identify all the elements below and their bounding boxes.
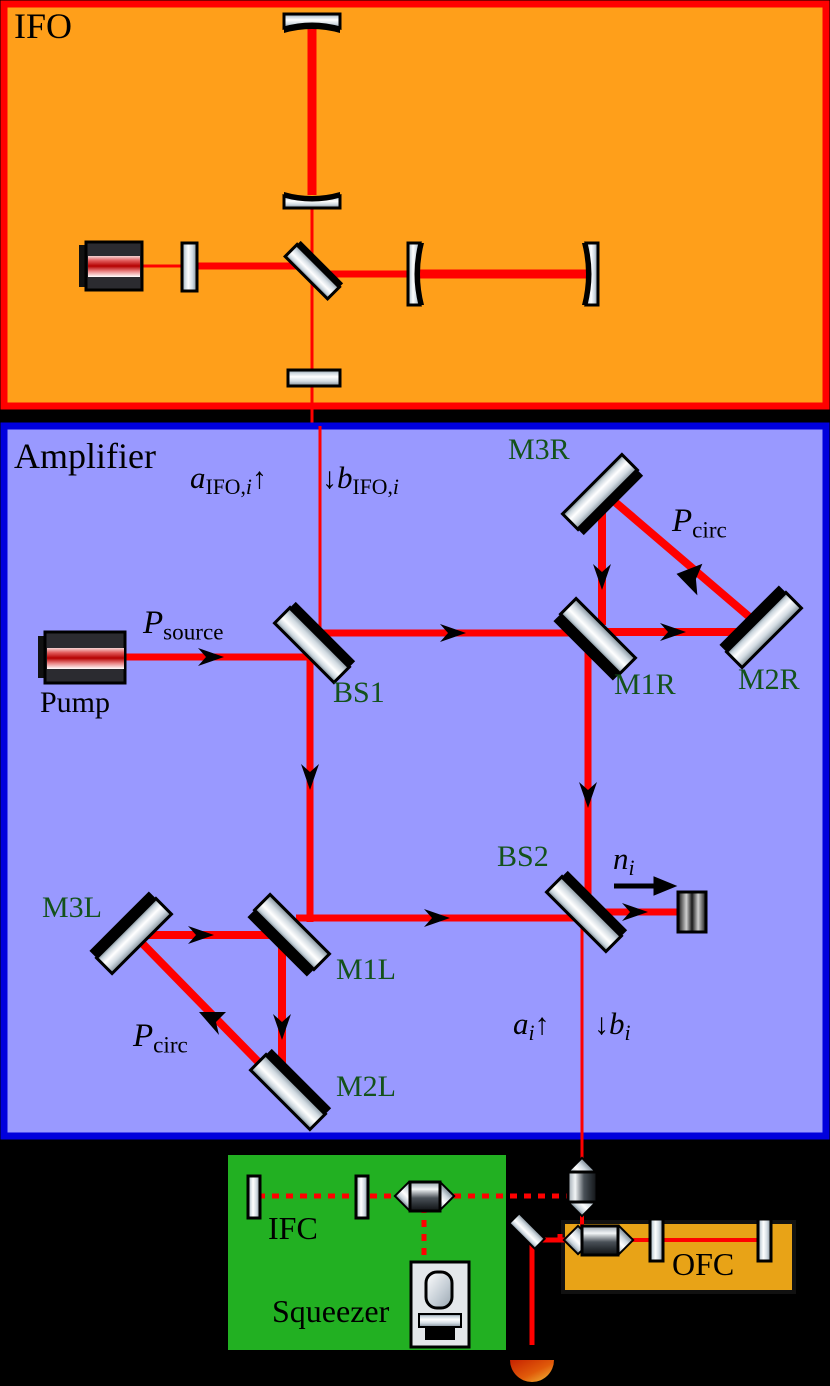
beam-arrowheads: [188, 563, 703, 1040]
a-i-base: a: [513, 1006, 529, 1041]
a-ifo-arrow-up-icon: ↑: [251, 462, 267, 495]
label-bs2: BS2: [497, 840, 549, 873]
steering-mirror: [507, 1211, 547, 1251]
region-title-amplifier: Amplifier: [14, 436, 156, 476]
b-i-base: b: [609, 1006, 625, 1041]
ifo-laser: [79, 240, 144, 292]
ofc-mirror-left: [648, 1217, 665, 1263]
b-i-arrow-down-icon: ↓: [594, 1008, 609, 1041]
ifc-mirror-right: [354, 1174, 370, 1220]
bs2: [544, 870, 628, 954]
label-p-source: Psource: [143, 607, 223, 644]
ofc-mirror-right: [756, 1217, 773, 1263]
squeezer-opo: [409, 1260, 471, 1349]
label-b-i: ↓bi: [594, 1008, 631, 1045]
p-source-base: P: [143, 605, 164, 641]
a-ifo-sub: IFO,: [205, 475, 246, 500]
p-circ-right-sub: circ: [692, 516, 727, 543]
region-title-ifo: IFO: [14, 6, 73, 46]
a-i-sub-index: i: [528, 1021, 535, 1046]
label-m1l: M1L: [336, 953, 396, 986]
label-n-i: ni: [613, 843, 635, 880]
region-amplifier: [0, 422, 830, 1140]
a-ifo-base: a: [190, 460, 206, 495]
ofc-faraday: [562, 1224, 635, 1257]
m1l: [247, 892, 332, 977]
p-source-sub: source: [163, 618, 224, 645]
m2r: [719, 585, 804, 670]
ifc-mirror-left: [246, 1174, 262, 1220]
ifo-itm-y: [282, 192, 342, 210]
label-m1r: M1R: [614, 668, 676, 701]
p-circ-left-sub: circ: [153, 1031, 188, 1058]
b-ifo-sub-index: i: [392, 475, 399, 500]
squeezer-beams: [258, 1193, 572, 1270]
label-m3l: M3L: [42, 891, 102, 924]
ifo-etm-x: [582, 241, 600, 307]
ifc-faraday: [393, 1180, 456, 1213]
photodetector: [510, 1360, 554, 1382]
m1r: [553, 596, 638, 681]
ifo-beamsplitter: [283, 240, 344, 301]
m3r: [560, 452, 644, 536]
a-ifo-sub-index: i: [245, 475, 252, 500]
b-ifo-sub: IFO,: [352, 475, 393, 500]
label-a-i: ai↑: [513, 1008, 550, 1045]
p-circ-left-base: P: [133, 1018, 154, 1054]
label-ifc: IFC: [268, 1210, 318, 1246]
p-circ-right-base: P: [672, 503, 693, 539]
region-ofc: [561, 1220, 796, 1294]
ifo-itm-x: [406, 241, 424, 307]
b-ifo-base: b: [337, 460, 353, 495]
label-ofc: OFC: [672, 1246, 735, 1282]
n-i-sub-index: i: [628, 856, 635, 881]
n-i-base: n: [613, 841, 629, 876]
ifo-input-mirror: [180, 241, 199, 293]
a-i-arrow-up-icon: ↑: [534, 1008, 550, 1041]
label-pump: Pump: [40, 686, 111, 719]
beam-dump: [676, 890, 708, 934]
label-m3r: M3R: [508, 433, 570, 466]
vertical-faraday: [566, 1156, 599, 1218]
label-m2r: M2R: [738, 663, 800, 696]
b-ifo-arrow-down-icon: ↓: [322, 462, 337, 495]
label-a-ifo: aIFO,i↑: [190, 462, 267, 499]
label-b-ifo: ↓bIFO,i: [322, 462, 399, 499]
m2l: [248, 1048, 332, 1132]
label-bs1: BS1: [333, 676, 385, 709]
m3l: [89, 891, 174, 976]
pump-laser: [38, 630, 127, 685]
label-m2l: M2L: [336, 1070, 396, 1103]
ifo-output-mirror: [286, 368, 342, 388]
n-i-arrow-right-icon: [614, 876, 678, 896]
label-p-circ-left: Pcirc: [133, 1020, 188, 1057]
region-title-squeezer: Squeezer: [272, 1293, 390, 1329]
label-p-circ-right: Pcirc: [672, 505, 727, 542]
ifo-etm-y: [282, 12, 342, 33]
region-ifo: [0, 0, 830, 410]
b-i-sub-index: i: [624, 1021, 631, 1046]
bs1: [272, 601, 356, 685]
